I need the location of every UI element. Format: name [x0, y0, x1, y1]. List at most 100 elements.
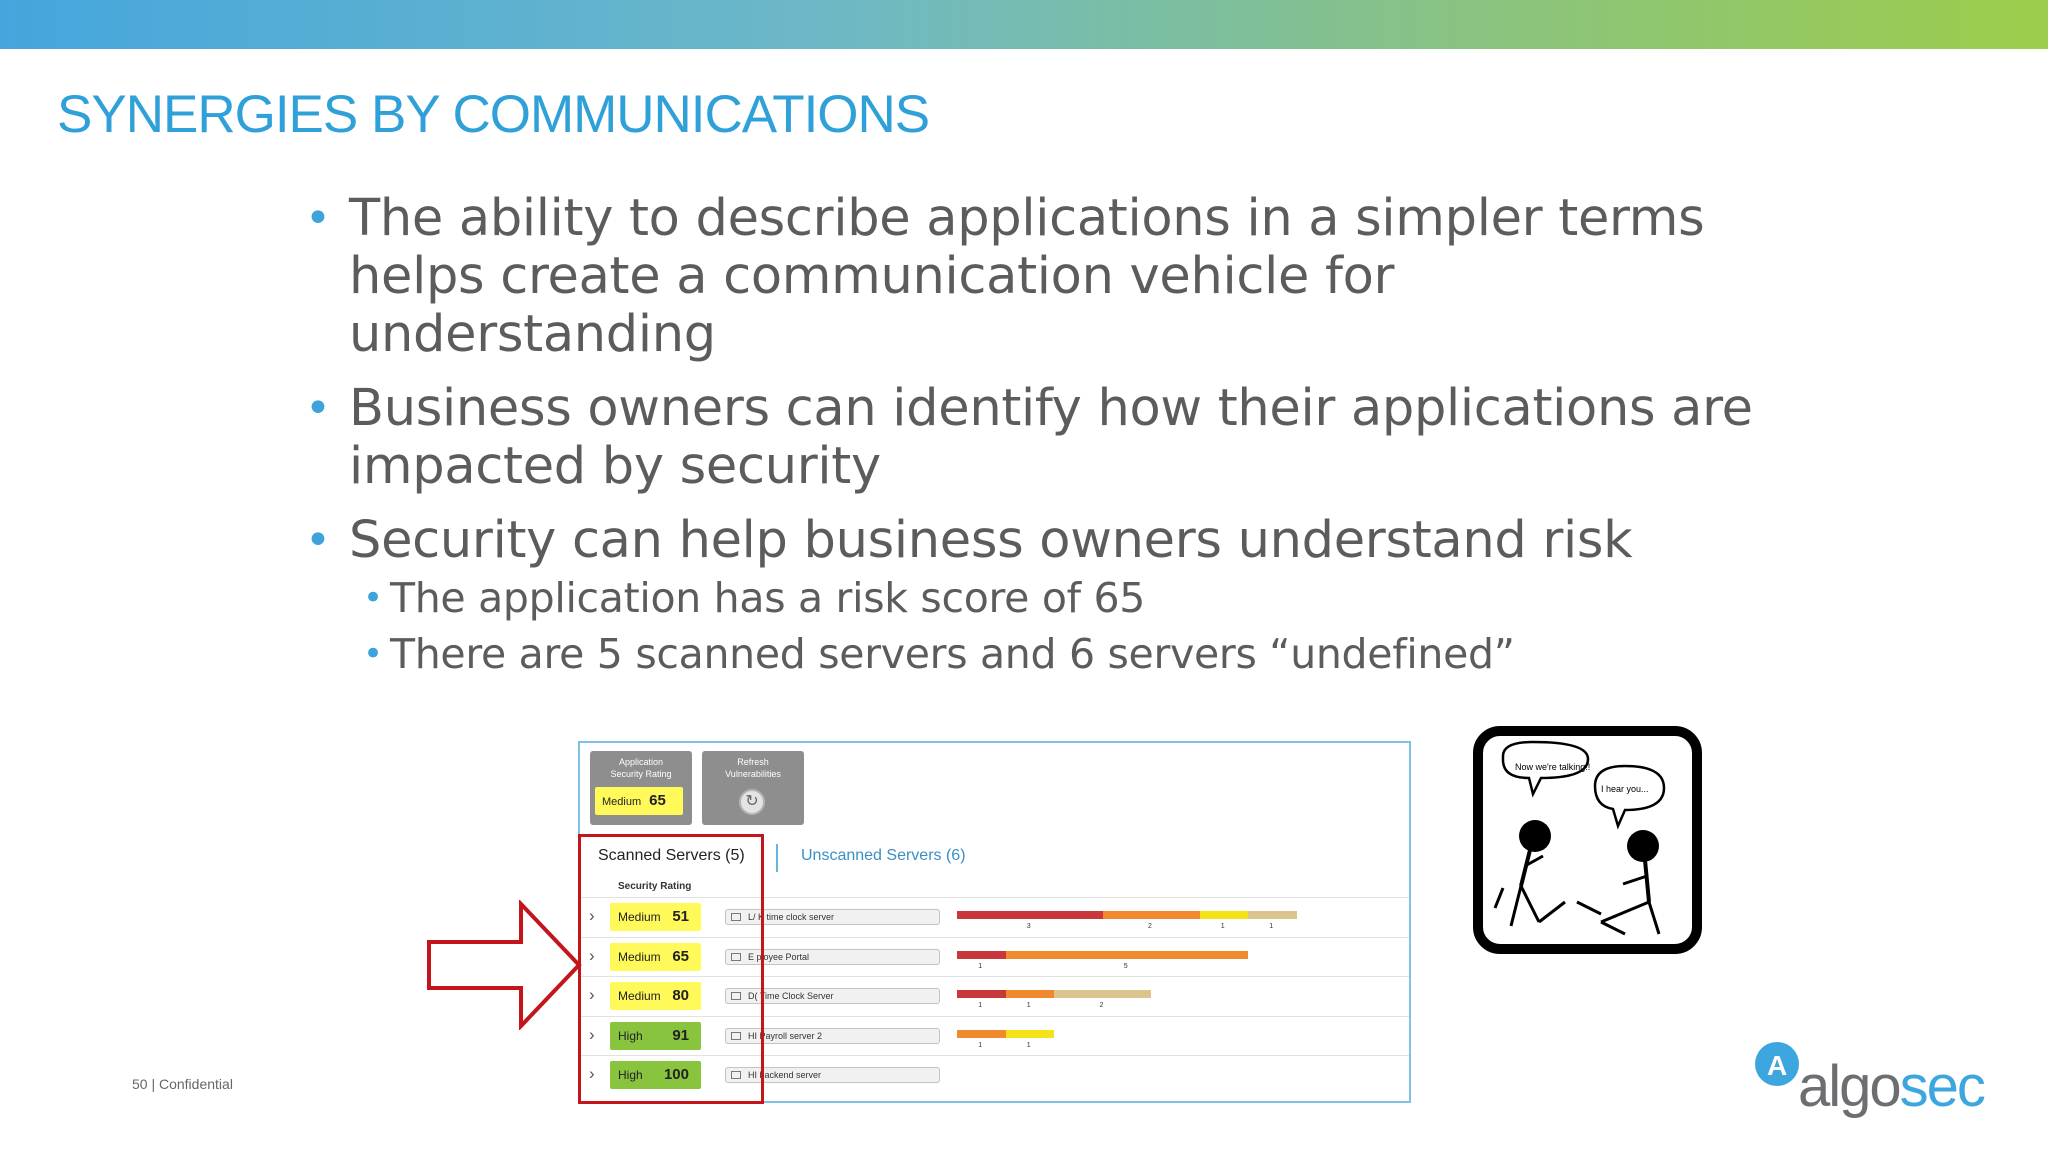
- vulnerability-bar-segment[interactable]: [1005, 950, 1248, 959]
- sub-bullet-text: The application has a risk score of 65: [390, 574, 1146, 622]
- server-name: D( Time Clock Server: [748, 991, 834, 1001]
- vulnerability-bar-segment[interactable]: [1248, 911, 1297, 919]
- server-name-field[interactable]: HI Payroll server 2: [725, 1027, 940, 1044]
- security-rating-badge: Medium 51: [610, 903, 701, 931]
- svg-text:algosec: algosec: [1798, 1054, 1985, 1118]
- speech-bubble-left-text: Now we're talking!!: [1515, 762, 1590, 772]
- bullet-item: • Business owners can identify how their…: [303, 380, 1753, 496]
- vulnerability-bar-segment[interactable]: [1005, 990, 1054, 998]
- bullet-text-line: helps create a communication vehicle for…: [349, 247, 1395, 364]
- rating-score: 100: [663, 1066, 689, 1083]
- vulnerability-count-label: 1: [1026, 1002, 1031, 1009]
- algosec-logo: A algosec: [1750, 1038, 1990, 1119]
- vulnerability-count-label: 2: [1099, 1002, 1104, 1009]
- top-gradient-bar: [0, 0, 2048, 49]
- sub-bullet-item: • There are 5 scanned servers and 6 serv…: [303, 626, 1753, 682]
- server-row[interactable]: › High 91 HI Payroll server 2 1 1: [580, 1015, 1409, 1054]
- tile-label: Application: [618, 757, 664, 767]
- tile-label: Vulnerabilities: [725, 769, 781, 779]
- sub-bullet-dot: •: [363, 634, 383, 674]
- vulnerability-count-label: 5: [1123, 962, 1128, 970]
- sub-bullet-dot: •: [363, 578, 383, 618]
- security-rating-badge: High 100: [610, 1061, 701, 1089]
- tab-divider: [776, 844, 778, 872]
- expand-chevron-icon[interactable]: ›: [589, 945, 595, 965]
- tile-label: Security Rating: [610, 769, 672, 779]
- highlight-box: [578, 834, 764, 1104]
- tile-label: Refresh: [737, 757, 769, 767]
- bullet-item: • Security can help business owners unde…: [303, 512, 1753, 570]
- server-name-field[interactable]: L/ K time clock server: [725, 909, 940, 925]
- vulnerability-count-label: 1: [978, 1041, 983, 1049]
- bullet-text-line: The ability to describe applications in …: [349, 189, 1705, 248]
- vulnerability-bar-segment[interactable]: [1102, 911, 1200, 919]
- refresh-icon[interactable]: ↻: [739, 789, 765, 815]
- rating-level: High: [618, 1028, 643, 1043]
- security-rating-badge: High 91: [610, 1021, 701, 1050]
- server-icon: [731, 913, 741, 921]
- vulnerability-bar-segment[interactable]: [1199, 911, 1248, 919]
- server-name-field[interactable]: D( Time Clock Server: [725, 988, 940, 1004]
- rating-score: 91: [672, 1026, 689, 1044]
- vulnerability-count-label: 1: [978, 1002, 983, 1009]
- vulnerability-count-label: 1: [1220, 923, 1225, 930]
- vulnerability-count-label: 1: [978, 962, 983, 970]
- rating-level: Medium: [618, 910, 661, 924]
- vulnerability-bar-segment[interactable]: [957, 990, 1006, 998]
- sub-bullet-item: • The application has a risk score of 65: [303, 570, 1753, 626]
- expand-chevron-icon[interactable]: ›: [589, 1024, 595, 1044]
- rating-level: High: [618, 1068, 643, 1082]
- slide-footer: 50 | Confidential: [132, 1076, 233, 1092]
- vulnerability-bar-segment[interactable]: [957, 950, 1006, 959]
- rating-score: 65: [649, 792, 666, 809]
- vulnerability-count-label: 1: [1026, 1041, 1031, 1049]
- server-name-field[interactable]: E ployee Portal: [725, 948, 940, 965]
- tab-unscanned-servers[interactable]: Unscanned Servers (6): [801, 847, 966, 864]
- server-icon: [731, 1071, 741, 1079]
- rating-score: 80: [672, 987, 689, 1004]
- vulnerability-bar-segment[interactable]: [957, 1029, 1006, 1038]
- expand-chevron-icon[interactable]: ›: [589, 1064, 595, 1083]
- expand-chevron-icon[interactable]: ›: [589, 985, 595, 1004]
- vulnerability-bar-segment[interactable]: [957, 911, 1103, 919]
- bullet-text-line: Business owners can identify how their a…: [349, 379, 1753, 438]
- rating-score: 51: [672, 908, 689, 925]
- vulnerability-count-label: 1: [1269, 923, 1274, 930]
- server-name-field[interactable]: HI backend server: [725, 1067, 940, 1083]
- server-name: HI backend server: [748, 1070, 822, 1080]
- server-icon: [731, 1031, 741, 1040]
- vulnerability-count-label: 3: [1026, 923, 1031, 930]
- bullet-dot: •: [305, 193, 331, 244]
- server-name: E ployee Portal: [748, 951, 810, 962]
- server-row[interactable]: › Medium 80 D( Time Clock Server 1 1 2: [580, 976, 1409, 1014]
- red-arrow-icon: [427, 900, 582, 1030]
- bullet-dot: •: [305, 515, 331, 566]
- bullet-text-line: impacted by security: [349, 437, 881, 496]
- server-row[interactable]: › High 100 HI backend server: [580, 1055, 1409, 1093]
- conversation-comic-icon: Now we're talking!! I hear you...: [1473, 726, 1702, 954]
- bullet-text-line: Security can help business owners unders…: [349, 511, 1633, 570]
- tab-scanned-servers[interactable]: Scanned Servers (5): [598, 847, 745, 864]
- rating-level: Medium: [618, 989, 661, 1003]
- vulnerability-bar-segment[interactable]: [1054, 990, 1151, 998]
- security-rating-badge: Medium 80: [610, 982, 701, 1010]
- server-row[interactable]: › Medium 51 L/ K time clock server 3 2 1 1: [580, 897, 1409, 935]
- algosec-logo-mark: A algosec: [1755, 1042, 1987, 1119]
- slide-title: SYNERGIES BY COMMUNICATIONS: [57, 85, 930, 144]
- refresh-vulnerabilities-tile[interactable]: Refresh Vulnerabilities ↻: [702, 751, 804, 825]
- server-icon: [731, 992, 741, 1000]
- server-name: HI Payroll server 2: [748, 1030, 823, 1041]
- vulnerability-bar-segment[interactable]: [1005, 1029, 1054, 1038]
- sub-bullet-text: There are 5 scanned servers and 6 server…: [390, 630, 1515, 678]
- vulnerability-count-label: 2: [1148, 923, 1152, 930]
- bullet-list: • The ability to describe applications i…: [303, 190, 1753, 682]
- svg-text:A: A: [1767, 1050, 1787, 1081]
- column-header-security-rating: Security Rating: [618, 881, 692, 892]
- bullet-item: • The ability to describe applications i…: [303, 190, 1753, 364]
- expand-chevron-icon[interactable]: ›: [589, 906, 595, 925]
